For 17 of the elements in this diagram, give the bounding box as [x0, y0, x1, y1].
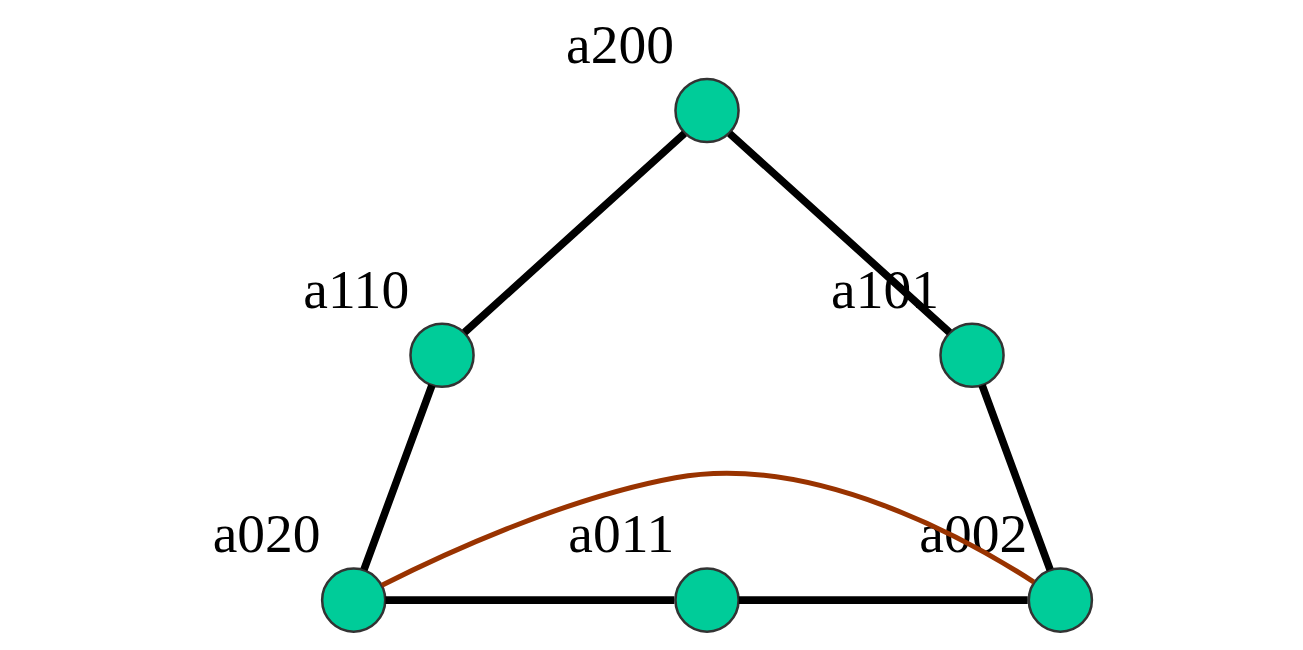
node-circle	[320, 567, 387, 633]
node-circle	[409, 322, 475, 389]
node-circle	[939, 322, 1005, 389]
connector	[385, 596, 675, 604]
node-label: a020	[212, 503, 321, 565]
node-label: a110	[303, 258, 410, 320]
node-circle	[674, 77, 740, 144]
node-circle	[674, 567, 740, 633]
connector	[978, 384, 1054, 571]
node-circle	[1027, 567, 1094, 633]
node-label: a200	[565, 13, 674, 75]
connector	[462, 130, 687, 336]
connector	[727, 130, 953, 336]
node-label: a011	[568, 503, 675, 565]
connector	[360, 384, 436, 571]
connector	[738, 596, 1028, 604]
connector	[380, 471, 1036, 588]
